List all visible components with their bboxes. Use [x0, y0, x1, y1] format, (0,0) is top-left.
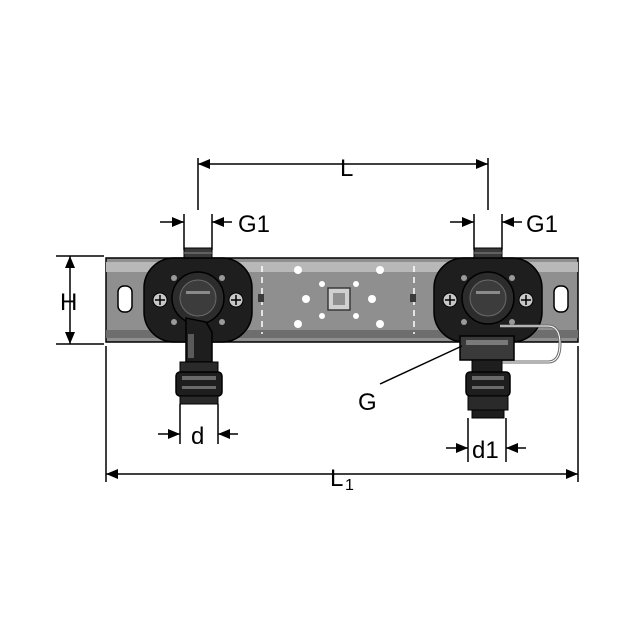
- rail-slot-left: [117, 285, 133, 313]
- dimension-d1: [446, 418, 526, 462]
- dimension-G1-right: [450, 214, 522, 250]
- leader-G: [379, 345, 463, 385]
- label-G1-right: G1: [526, 211, 558, 238]
- label-L: L: [340, 155, 353, 182]
- label-H: H: [60, 289, 77, 316]
- dimension-G1-left: [160, 214, 232, 250]
- label-L1: L: [330, 465, 343, 492]
- dimension-d: [158, 404, 238, 444]
- label-G1-left: G1: [238, 211, 270, 238]
- label-L1-subscript: 1: [345, 477, 354, 494]
- dimension-L: [197, 158, 489, 210]
- rail-slot-right: [553, 285, 569, 313]
- label-d1: d1: [472, 437, 499, 464]
- right-wall-fitting: [433, 247, 562, 419]
- center-mounting-plate: [294, 266, 384, 328]
- dimension-L1: [105, 346, 579, 482]
- left-wall-fitting: [143, 247, 253, 405]
- label-d: d: [191, 423, 204, 450]
- label-G: G: [358, 389, 377, 416]
- dimension-H: [56, 255, 104, 345]
